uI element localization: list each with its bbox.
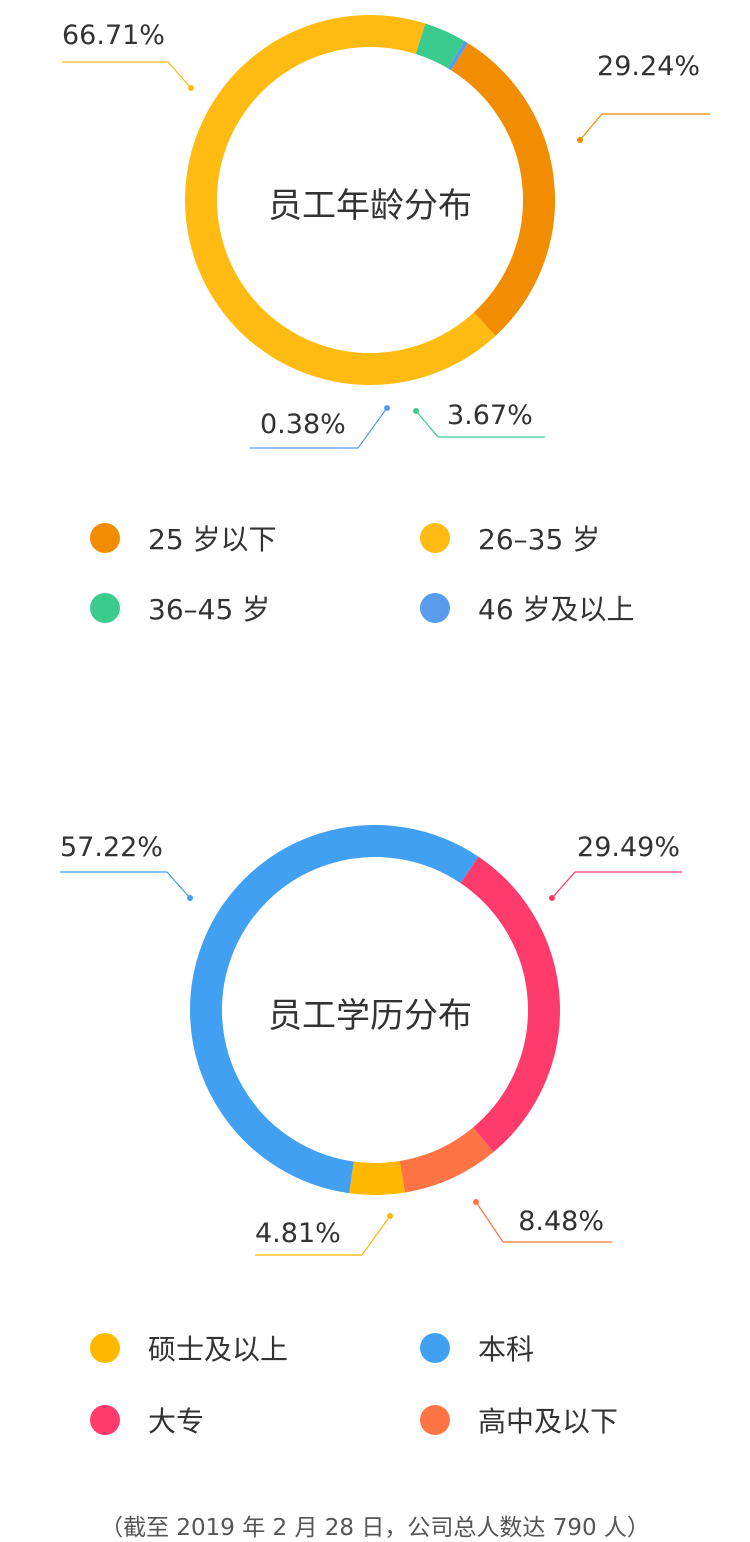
donut-slice	[415, 23, 465, 69]
legend-dot	[90, 593, 120, 623]
legend-label: 36–45 岁	[148, 593, 271, 626]
leader-dot	[577, 137, 583, 143]
leader-dot	[549, 895, 555, 901]
legend-item-high-school: 高中及以下	[420, 1400, 618, 1440]
leader-line	[551, 871, 682, 899]
donut-slice	[185, 15, 496, 385]
legend-label: 硕士及以上	[148, 1333, 289, 1366]
legend-item-under-25: 25 岁以下	[90, 518, 277, 558]
data-label: 57.22%	[60, 832, 163, 863]
leader-dot	[384, 405, 390, 411]
legend-dot	[90, 523, 120, 553]
age-legend: 25 岁以下 26–35 岁 36–45 岁 46 岁及以上	[0, 518, 750, 668]
data-label: 3.67%	[447, 400, 533, 431]
legend-item-master-plus: 硕士及以上	[90, 1328, 288, 1368]
age-chart-title: 员工年龄分布	[268, 186, 472, 226]
leader-line	[250, 407, 388, 449]
legend-label: 本科	[478, 1333, 535, 1366]
legend-label: 26–35 岁	[478, 523, 601, 556]
footnote: （截至 2019 年 2 月 28 日，公司总人数达 790 人）	[100, 1515, 650, 1541]
data-label: 4.81%	[255, 1218, 341, 1249]
donut-slice	[447, 40, 469, 71]
education-donut-chart: 29.49% 8.48% 4.81% 57.22% 员工学历分布	[60, 825, 682, 1256]
education-legend: 硕士及以上 本科 大专 高中及以下	[0, 1328, 750, 1478]
legend-dot	[420, 1405, 450, 1435]
legend-label: 大专	[148, 1405, 205, 1438]
data-label: 29.49%	[577, 832, 680, 863]
leader-dot	[188, 85, 194, 91]
education-chart-title: 员工学历分布	[268, 996, 472, 1036]
legend-item-26-35: 26–35 岁	[420, 518, 600, 558]
leader-dot	[413, 408, 419, 414]
leader-dot	[387, 1213, 393, 1219]
donut-slice	[349, 1160, 405, 1195]
donut-slice	[460, 856, 560, 1153]
legend-item-college: 大专	[90, 1400, 204, 1440]
leader-line	[415, 410, 545, 438]
data-label: 8.48%	[518, 1206, 604, 1237]
legend-item-bachelor: 本科	[420, 1328, 534, 1368]
legend-dot	[420, 1333, 450, 1363]
donut-slice	[399, 1127, 494, 1193]
legend-label: 25 岁以下	[148, 523, 277, 556]
age-donut-chart: 29.24% 66.71% 3.67% 0.38% 员工年龄分布	[62, 15, 710, 449]
donut-slice	[450, 43, 555, 336]
leader-line	[475, 1201, 612, 1243]
leader-line	[255, 1215, 391, 1256]
legend-dot	[90, 1333, 120, 1363]
legend-dot	[420, 593, 450, 623]
legend-item-46-plus: 46 岁及以上	[420, 588, 635, 628]
legend-label: 高中及以下	[478, 1405, 619, 1438]
leader-line	[579, 113, 710, 141]
data-label: 29.24%	[597, 51, 700, 82]
leader-line	[62, 61, 192, 89]
data-label: 66.71%	[62, 20, 165, 51]
legend-label: 46 岁及以上	[478, 593, 635, 626]
leader-dot	[473, 1199, 479, 1205]
leader-dot	[187, 895, 193, 901]
leader-line	[60, 871, 191, 899]
data-label: 0.38%	[260, 409, 346, 440]
legend-dot	[420, 523, 450, 553]
legend-item-36-45: 36–45 岁	[90, 588, 270, 628]
donut-slice	[190, 825, 479, 1194]
legend-dot	[90, 1405, 120, 1435]
